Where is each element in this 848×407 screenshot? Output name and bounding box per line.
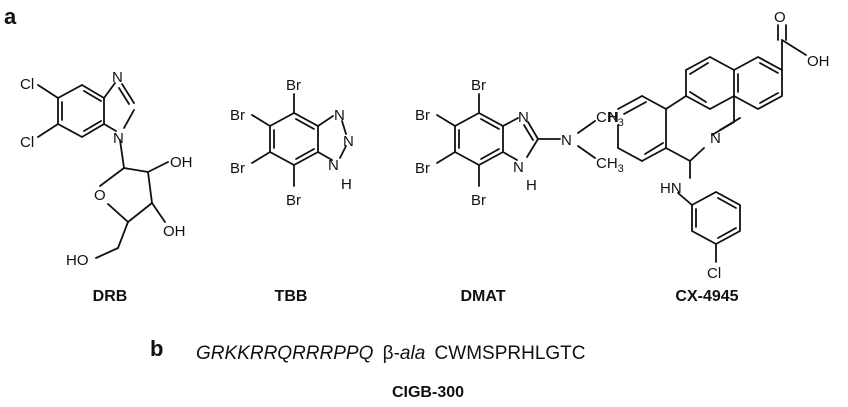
drb-ho: HO [66, 252, 89, 269]
structure-drb: Cl Cl N N O OH OH HO [20, 69, 193, 269]
tbb-br-2: Br [230, 107, 245, 124]
peptide-seq-cyclic: CWMSPRHLGTC [434, 343, 586, 364]
tbb-h: H [341, 176, 352, 193]
svg-text:CH3: CH3 [596, 109, 624, 129]
cx-oh: OH [807, 53, 830, 70]
chemical-structures: Cl Cl N N O OH OH HO Br Br Br Br N N N H [20, 9, 830, 282]
panel-a-label: a [4, 4, 17, 29]
compound-name-drb: DRB [92, 288, 128, 305]
dmat-br-1: Br [471, 77, 486, 94]
dmat-br-4: Br [471, 192, 486, 209]
drb-cl-2: Cl [20, 134, 34, 151]
structure-dmat: Br Br Br Br N N N H CH3 CH3 [415, 77, 624, 209]
structure-cx-4945: O OH N N HN Cl [608, 9, 830, 282]
drb-n-2: N [113, 130, 124, 147]
dmat-sub-b: 3 [618, 163, 624, 175]
tbb-n-2: N [343, 133, 354, 150]
compound-name-tbb: TBB [274, 288, 308, 305]
drb-oh-2: OH [163, 223, 186, 240]
drb-o-ring: O [94, 187, 106, 204]
tbb-br-1: Br [286, 77, 301, 94]
dmat-h: H [526, 177, 537, 194]
cx-hn: HN [660, 180, 682, 197]
tbb-br-3: Br [230, 160, 245, 177]
dmat-sub-a: 3 [618, 117, 624, 129]
drb-n-1: N [112, 69, 123, 86]
cx-n-ring: N [710, 130, 721, 147]
tbb-br-4: Br [286, 192, 301, 209]
tbb-n-3: N [328, 157, 339, 174]
dmat-br-2: Br [415, 107, 430, 124]
panel-b-label: b [150, 336, 164, 361]
drb-oh-1: OH [170, 154, 193, 171]
drb-cl-1: Cl [20, 76, 34, 93]
structure-tbb: Br Br Br Br N N N H [230, 77, 354, 209]
dmat-n-2: N [561, 132, 572, 149]
compound-name-dmat: DMAT [460, 288, 506, 305]
peptide-name: CIGB-300 [391, 384, 465, 401]
dmat-n-3: N [513, 159, 524, 176]
tbb-n-1: N [334, 107, 345, 124]
compound-name-cx-4945: CX-4945 [675, 288, 739, 305]
dmat-ch3-b: CH [596, 155, 618, 172]
dmat-ch3-a: CH [596, 109, 618, 126]
cx-cl: Cl [707, 265, 721, 282]
peptide-sequence: GRKKRRQRRRPPQ β-ala CWMSPRHLGTC [196, 343, 586, 365]
cx-n-pyridine: N [608, 109, 619, 126]
cx-o: O [774, 9, 786, 26]
peptide-ala: ala [399, 343, 426, 364]
svg-text:CH3: CH3 [596, 155, 624, 175]
peptide-seq-cell-penetrating: GRKKRRQRRRPPQ [196, 343, 374, 364]
peptide-beta: β- [382, 343, 400, 364]
dmat-br-3: Br [415, 160, 430, 177]
dmat-n-1: N [518, 109, 529, 126]
